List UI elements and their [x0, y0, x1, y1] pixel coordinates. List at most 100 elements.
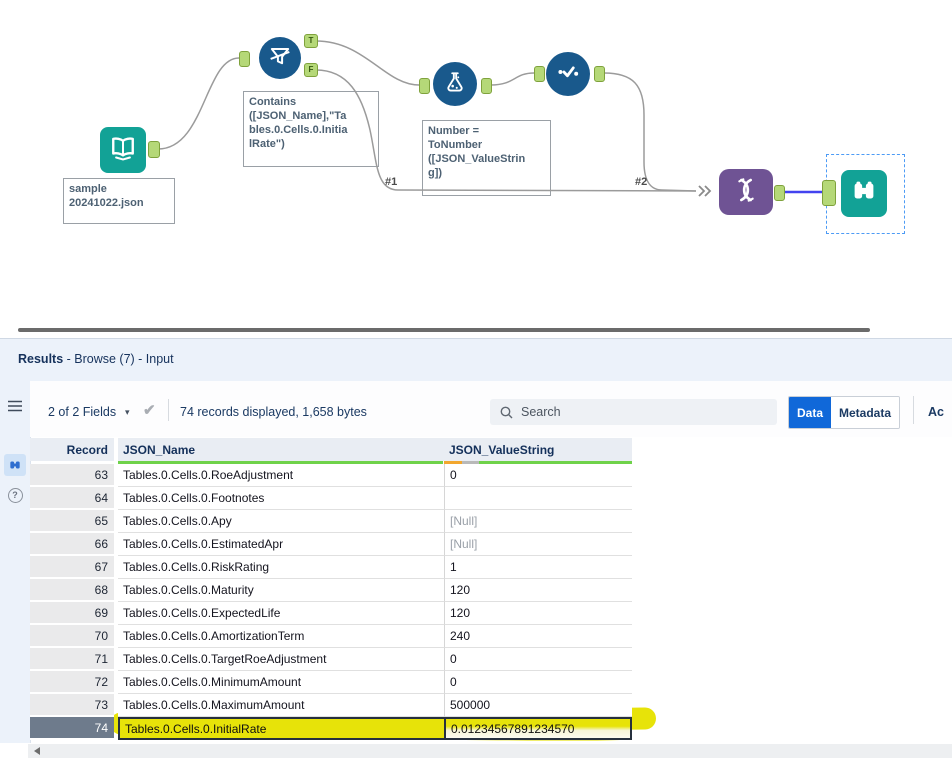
name-cell[interactable]: Tables.0.Cells.0.MaximumAmount: [118, 694, 444, 717]
record-cell[interactable]: 65: [30, 510, 114, 533]
apply-check-icon[interactable]: ✔: [143, 402, 156, 419]
record-cell[interactable]: 64: [30, 487, 114, 510]
annotation-line: g]): [428, 167, 443, 179]
workflow-canvas[interactable]: sample 20241022.json Contains ([JSON_Nam…: [0, 0, 952, 330]
name-cell[interactable]: Tables.0.Cells.0.RiskRating: [118, 556, 444, 579]
table-row: 67 Tables.0.Cells.0.RiskRating 1: [30, 556, 632, 579]
annotation-line: Number =: [428, 125, 480, 137]
results-title-secondary: - Browse (7) - Input: [63, 352, 174, 366]
formula-input-anchor[interactable]: [419, 78, 430, 94]
name-cell[interactable]: Tables.0.Cells.0.Apy: [118, 510, 444, 533]
browse-view-icon[interactable]: [4, 454, 26, 476]
record-cell[interactable]: 63: [30, 464, 114, 487]
formula-output-anchor[interactable]: [481, 78, 492, 94]
value-cell[interactable]: 0: [444, 464, 632, 487]
record-cell[interactable]: 69: [30, 602, 114, 625]
formula-tool-annotation[interactable]: Number = ToNumber ([JSON_ValueStrin g]): [422, 120, 551, 196]
header-json-name[interactable]: JSON_Name: [118, 438, 444, 464]
filter-false-anchor[interactable]: F: [304, 63, 318, 77]
help-icon[interactable]: ?: [4, 484, 26, 506]
record-cell[interactable]: 73: [30, 694, 114, 717]
fields-dropdown[interactable]: 2 of 2 Fields: [48, 405, 117, 419]
checkmark-dots-icon: [554, 58, 582, 91]
name-cell[interactable]: Tables.0.Cells.0.Footnotes: [118, 487, 444, 510]
record-cell[interactable]: 74: [30, 717, 114, 740]
value-cell[interactable]: 0.01234567891234570: [444, 717, 632, 740]
annotation-line: Contains: [249, 96, 297, 108]
name-cell[interactable]: Tables.0.Cells.0.EstimatedApr: [118, 533, 444, 556]
value-cell[interactable]: [444, 487, 632, 510]
value-cell[interactable]: 1: [444, 556, 632, 579]
results-table: Record JSON_Name JSON_ValueString 63 Tab…: [30, 438, 632, 740]
record-cell[interactable]: 70: [30, 625, 114, 648]
horizontal-scrollbar[interactable]: [28, 744, 952, 758]
results-toolbar: 2 of 2 Fields ▾ ✔ 74 records displayed, …: [30, 381, 952, 437]
connection-label-1: #1: [385, 176, 398, 188]
browse-tool[interactable]: [841, 170, 887, 217]
results-title: Results - Browse (7) - Input: [18, 352, 174, 366]
chevron-down-icon[interactable]: ▾: [125, 407, 130, 417]
value-cell[interactable]: [Null]: [444, 510, 632, 533]
value-cell[interactable]: 120: [444, 579, 632, 602]
toolbar-divider: [168, 399, 169, 421]
search-input[interactable]: Search: [490, 399, 777, 425]
input-data-tool[interactable]: [100, 127, 146, 173]
header-json-valuestring[interactable]: JSON_ValueString: [444, 438, 632, 464]
table-row: 72 Tables.0.Cells.0.MinimumAmount 0: [30, 671, 632, 694]
binoculars-icon: [849, 176, 879, 211]
actions-menu[interactable]: Ac: [928, 405, 944, 419]
metadata-tab[interactable]: Metadata: [831, 397, 900, 428]
value-cell[interactable]: [Null]: [444, 533, 632, 556]
scroll-left-icon[interactable]: [34, 747, 40, 755]
input-tool-annotation[interactable]: sample 20241022.json: [63, 178, 175, 224]
header-record[interactable]: Record: [30, 438, 114, 461]
value-cell[interactable]: 240: [444, 625, 632, 648]
filter-true-anchor[interactable]: T: [304, 34, 318, 48]
annotation-line: ToNumber: [428, 139, 483, 151]
name-cell[interactable]: Tables.0.Cells.0.MinimumAmount: [118, 671, 444, 694]
record-cell[interactable]: 71: [30, 648, 114, 671]
annotation-line: 20241022.json: [69, 197, 144, 209]
record-cell[interactable]: 67: [30, 556, 114, 579]
table-row: 73 Tables.0.Cells.0.MaximumAmount 500000: [30, 694, 632, 717]
list-view-icon[interactable]: [4, 395, 26, 417]
results-pane: Results - Browse (7) - Input ? 2 of 2 Fi…: [0, 338, 952, 758]
data-metadata-toggle: Data Metadata: [788, 396, 901, 429]
table-row: 70 Tables.0.Cells.0.AmortizationTerm 240: [30, 625, 632, 648]
union-output-anchor[interactable]: [774, 185, 785, 201]
union-tool[interactable]: [719, 169, 773, 215]
browse-input-anchor[interactable]: [822, 180, 836, 206]
data-tab[interactable]: Data: [789, 397, 832, 428]
name-cell[interactable]: Tables.0.Cells.0.RoeAdjustment: [118, 464, 444, 487]
table-row: 68 Tables.0.Cells.0.Maturity 120: [30, 579, 632, 602]
table-row-selected: 74 Tables.0.Cells.0.InitialRate 0.012345…: [30, 717, 632, 740]
value-cell[interactable]: 120: [444, 602, 632, 625]
input-output-anchor[interactable]: [148, 141, 160, 158]
name-cell[interactable]: Tables.0.Cells.0.TargetRoeAdjustment: [118, 648, 444, 671]
value-cell[interactable]: 0: [444, 648, 632, 671]
filter-tool[interactable]: [259, 37, 301, 79]
record-cell[interactable]: 72: [30, 671, 114, 694]
open-book-icon: [108, 133, 138, 168]
name-cell[interactable]: Tables.0.Cells.0.InitialRate: [118, 717, 444, 740]
record-cell[interactable]: 68: [30, 579, 114, 602]
name-cell[interactable]: Tables.0.Cells.0.Maturity: [118, 579, 444, 602]
select-tool[interactable]: [546, 52, 590, 96]
value-cell[interactable]: 500000: [444, 694, 632, 717]
name-cell[interactable]: Tables.0.Cells.0.ExpectedLife: [118, 602, 444, 625]
results-left-rail: ?: [0, 381, 31, 743]
name-cell[interactable]: Tables.0.Cells.0.AmortizationTerm: [118, 625, 444, 648]
results-titlebar: Results - Browse (7) - Input: [0, 339, 952, 382]
filter-input-anchor[interactable]: [239, 51, 250, 67]
value-cell[interactable]: 0: [444, 671, 632, 694]
record-cell[interactable]: 66: [30, 533, 114, 556]
table-row: 69 Tables.0.Cells.0.ExpectedLife 120: [30, 602, 632, 625]
select-input-anchor[interactable]: [534, 66, 545, 82]
select-output-anchor[interactable]: [594, 66, 605, 82]
formula-tool[interactable]: [433, 62, 477, 106]
false-anchor-label: F: [308, 65, 314, 74]
table-row: 65 Tables.0.Cells.0.Apy [Null]: [30, 510, 632, 533]
filter-tool-annotation[interactable]: Contains ([JSON_Name],"Ta bles.0.Cells.0…: [243, 91, 379, 167]
table-row: 64 Tables.0.Cells.0.Footnotes: [30, 487, 632, 510]
pane-splitter-handle[interactable]: [18, 328, 870, 332]
